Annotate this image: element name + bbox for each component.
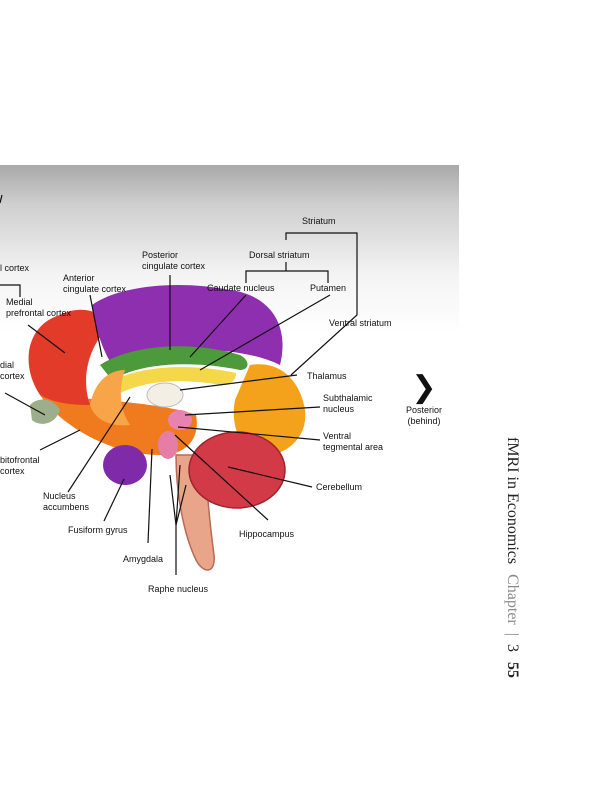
label-lateral-cortex: l cortex — [0, 263, 30, 273]
leader-anterior-cingulate — [89, 294, 103, 358]
running-head: fMRI in EconomicsChapter | 3 55 — [503, 437, 521, 678]
hippocampus-region — [158, 431, 178, 459]
fusiform-region — [103, 445, 147, 485]
label-medial-prefrontal: Medial prefrontal cortex — [6, 297, 72, 318]
label-dorsal-striatum: Dorsal striatum — [249, 250, 310, 260]
label-anterior-cingulate: Anterior cingulate cortex — [63, 273, 127, 294]
label-ventral-striatum: Ventral striatum — [329, 318, 392, 328]
label-raphe-nucleus: Raphe nucleus — [148, 584, 209, 594]
page-number: 55 — [504, 661, 521, 678]
leader-striatum — [285, 232, 358, 376]
leader-nucleus-accumbens — [67, 396, 131, 493]
label-putamen: Putamen — [310, 283, 347, 293]
label-cerebellum: Cerebellum — [316, 482, 363, 492]
label-caudate-nucleus: Caudate nucleus — [207, 283, 275, 293]
label-posterior-cingulate: Posterior cingulate cortex — [142, 250, 206, 271]
thalamus-region — [146, 382, 184, 408]
leader-lateral-cortex — [0, 284, 21, 297]
leader-thalamus — [179, 374, 298, 391]
brain-figure: Striatum Dorsal striatum Caudate nucleus… — [0, 165, 459, 640]
running-head-chapter-label: Chapter — [504, 574, 521, 625]
label-nucleus-accumbens: Nucleus accumbens — [43, 491, 90, 512]
label-subthalamic: Subthalamic nucleus — [323, 393, 373, 414]
label-medial-partial: dial cortex — [0, 360, 25, 381]
label-vta: Ventral tegmental area — [323, 431, 384, 452]
chevron-right-icon[interactable]: ❯ — [411, 370, 437, 405]
parietal-lobe — [92, 285, 283, 365]
cingulate-band — [100, 346, 248, 380]
label-thalamus: Thalamus — [307, 371, 347, 381]
label-fusiform-gyrus: Fusiform gyrus — [68, 525, 128, 535]
brain-illustration — [0, 194, 358, 575]
leader-dorsal-striatum — [245, 270, 329, 283]
frontal-lobe — [28, 309, 111, 405]
cerebellum-region — [188, 431, 286, 509]
running-head-chapter-number: 3 — [504, 643, 521, 652]
label-amygdala: Amygdala — [123, 554, 164, 564]
leader-orbitofrontal — [39, 429, 81, 451]
posterior-label: Posterior (behind) — [405, 405, 442, 426]
leader-raphe-a — [175, 484, 187, 526]
leader-lines — [0, 194, 358, 575]
orbitofrontal-region — [30, 399, 60, 424]
running-head-separator: | — [504, 632, 521, 636]
leader-medial — [4, 392, 46, 416]
leader-fusiform — [103, 478, 125, 522]
running-head-title: fMRI in Economics — [504, 437, 521, 565]
leader-raphe-b — [175, 464, 181, 526]
leader-vta — [177, 426, 321, 441]
leader-medial-prefrontal — [27, 324, 66, 354]
leader-amygdala — [147, 448, 153, 544]
label-striatum: Striatum — [302, 216, 336, 226]
leader-caudate — [189, 294, 247, 358]
leader-hippocampus — [174, 434, 269, 521]
label-hippocampus: Hippocampus — [239, 529, 295, 539]
cingulate-inner — [108, 367, 236, 393]
leader-putamen — [199, 294, 331, 371]
leader-cerebellum — [227, 466, 313, 488]
posterior-nav[interactable]: ❯ Posterior (behind) — [403, 370, 445, 427]
leader-raphe-c — [169, 474, 177, 526]
label-orbitofrontal: bitofrontal cortex — [0, 455, 40, 476]
leader-top-edge — [0, 194, 3, 204]
leader-subthalamic — [184, 406, 321, 416]
